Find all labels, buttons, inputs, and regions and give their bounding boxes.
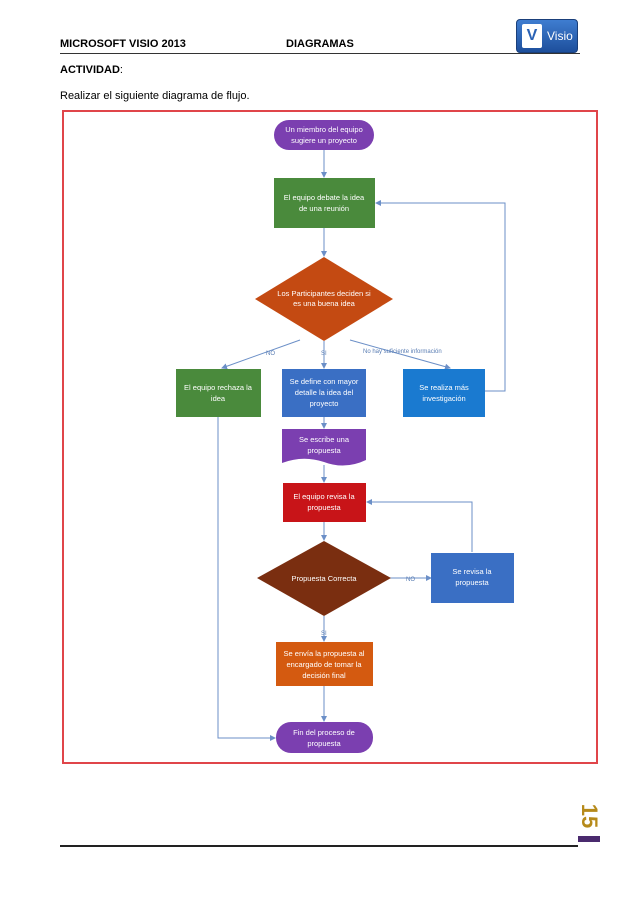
node-reject-line2: idea bbox=[211, 394, 226, 403]
node-send-line2: encargado de tomar la bbox=[286, 660, 362, 669]
node-research-line2: investigación bbox=[422, 394, 465, 403]
edge-decide-research bbox=[349, 339, 451, 370]
section-title-suffix: : bbox=[119, 64, 123, 76]
node-correct: Propuesta Correcta bbox=[257, 541, 391, 616]
node-send-line1: Se envía la propuesta al bbox=[284, 649, 365, 658]
node-decide: Los Participantes deciden si es una buen… bbox=[255, 257, 393, 341]
label-insufficient-info: No hay suficiente información bbox=[363, 349, 442, 355]
node-start-line2: sugiere un proyecto bbox=[291, 136, 357, 145]
label-si-define: SI bbox=[321, 351, 327, 357]
header-section: DIAGRAMAS bbox=[286, 38, 354, 50]
node-correct-line1: Propuesta Correcta bbox=[291, 574, 357, 583]
page-number: 15 bbox=[577, 803, 602, 829]
header-divider bbox=[60, 53, 580, 54]
node-reject-line1: El equipo rechaza la bbox=[184, 383, 253, 392]
label-si-send: SI bbox=[321, 631, 327, 637]
node-debate-line1: El equipo debate la idea bbox=[284, 193, 365, 202]
label-no-revise: NO bbox=[406, 577, 415, 583]
node-define-line2: detalle la idea del bbox=[295, 388, 354, 397]
node-revise-line2: propuesta bbox=[455, 578, 489, 587]
node-write-line2: propuesta bbox=[307, 446, 341, 455]
node-revise-line1: Se revisa la bbox=[452, 567, 492, 576]
node-decide-line2: es una buena idea bbox=[293, 299, 356, 308]
node-write-line1: Se escribe una bbox=[299, 435, 350, 444]
section-title-text: ACTIVIDAD bbox=[60, 64, 120, 76]
node-debate-line2: de una reunión bbox=[299, 204, 349, 213]
edge-decide-reject bbox=[221, 339, 301, 370]
header-title: MICROSOFT VISIO 2013 bbox=[60, 38, 186, 50]
edge-revise-review bbox=[366, 499, 473, 552]
node-end-line2: propuesta bbox=[307, 739, 341, 748]
node-decide-line1: Los Participantes deciden si bbox=[277, 289, 371, 298]
node-write: Se escribe una propuesta bbox=[282, 429, 366, 466]
node-review: El equipo revisa la propuesta bbox=[283, 483, 366, 522]
node-research: Se realiza más investigación bbox=[403, 369, 485, 417]
node-start-line1: Un miembro del equipo bbox=[285, 125, 363, 134]
section-title: ACTIVIDAD: bbox=[60, 64, 123, 76]
node-revise: Se revisa la propuesta bbox=[431, 553, 514, 603]
footer-divider bbox=[60, 845, 578, 847]
node-start: Un miembro del equipo sugiere un proyect… bbox=[274, 120, 374, 150]
node-define-line1: Se define con mayor bbox=[290, 377, 359, 386]
edge-reject-end bbox=[217, 417, 276, 741]
node-review-line2: propuesta bbox=[307, 503, 341, 512]
node-define: Se define con mayor detalle la idea del … bbox=[282, 369, 366, 417]
node-debate: El equipo debate la idea de una reunión bbox=[274, 178, 375, 228]
page-number-marker bbox=[578, 836, 600, 842]
node-send: Se envía la propuesta al encargado de to… bbox=[276, 642, 373, 686]
diagram-frame bbox=[62, 110, 598, 764]
connectors bbox=[217, 150, 506, 741]
visio-logo: V Visio bbox=[516, 19, 578, 53]
activity-instructions: Realizar el siguiente diagrama de flujo. bbox=[60, 90, 250, 102]
node-reject: El equipo rechaza la idea bbox=[176, 369, 261, 417]
visio-logo-icon: V bbox=[522, 24, 542, 48]
edge-research-debate bbox=[375, 200, 506, 392]
node-define-line3: proyecto bbox=[310, 399, 339, 408]
node-review-line1: El equipo revisa la bbox=[293, 492, 355, 501]
node-end: Fin del proceso de propuesta bbox=[276, 722, 373, 753]
label-no-reject: NO bbox=[266, 351, 275, 357]
node-send-line3: decisión final bbox=[302, 671, 346, 680]
visio-logo-text: Visio bbox=[547, 29, 573, 43]
node-research-line1: Se realiza más bbox=[419, 383, 469, 392]
node-end-line1: Fin del proceso de bbox=[293, 728, 355, 737]
